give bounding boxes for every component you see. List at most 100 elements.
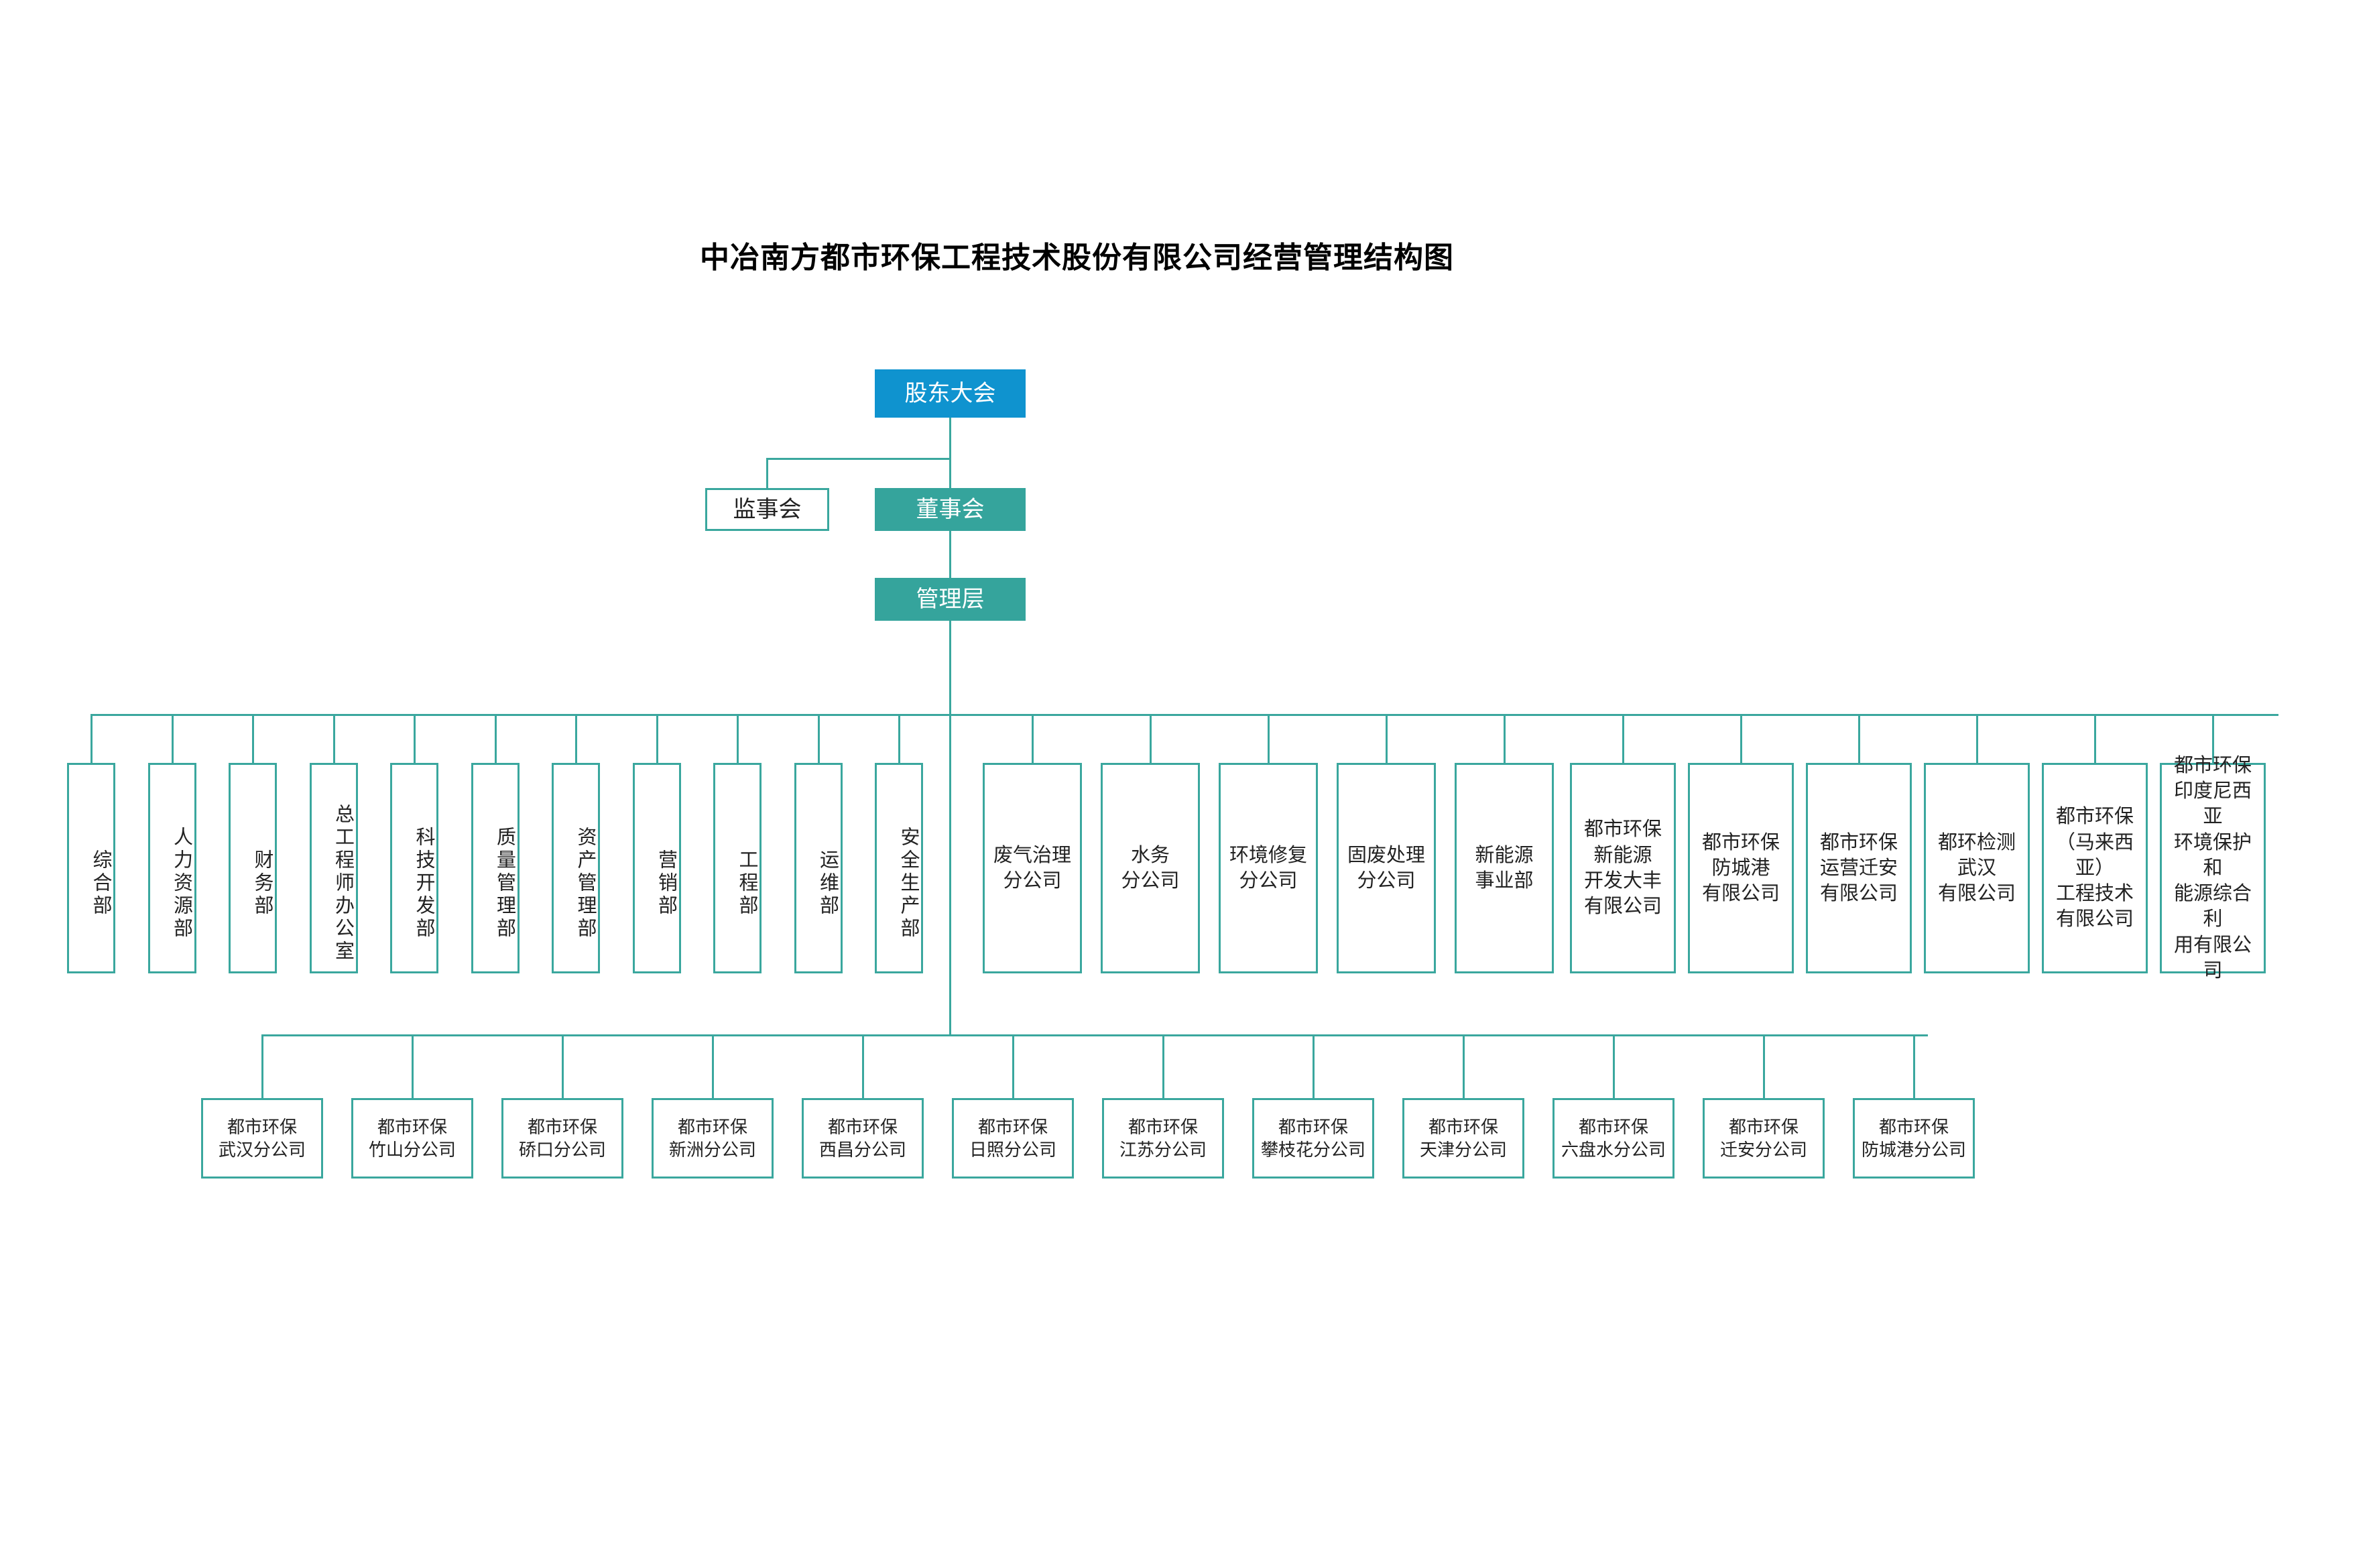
node-division-4[interactable]: 新能源事业部 [1455, 763, 1554, 973]
node-branch-4-line1: 都市环保 [827, 1116, 898, 1137]
node-subsidiary-3[interactable]: 都环检测武汉有限公司 [1924, 763, 2030, 973]
node-subsidiary-3-label: 都环检测武汉有限公司 [1930, 830, 2024, 907]
connector-department-5 [494, 714, 497, 763]
connector-subsidiary-0 [1622, 714, 1624, 763]
node-branch-5[interactable]: 都市环保日照分公司 [952, 1098, 1074, 1179]
node-branch-6[interactable]: 都市环保江苏分公司 [1102, 1098, 1224, 1179]
connector-branch-0 [261, 1034, 263, 1098]
node-division-0-line2: 分公司 [1003, 870, 1062, 892]
node-department-3[interactable]: 总工程师办公室 [309, 763, 358, 973]
connector-department-3 [332, 714, 335, 763]
node-management-label: 管理层 [916, 586, 985, 612]
node-branch-8-label: 都市环保天津分公司 [1408, 1115, 1518, 1162]
connector-branch-11 [1913, 1034, 1915, 1098]
node-branch-2[interactable]: 都市环保硚口分公司 [501, 1098, 623, 1179]
node-subsidiary-4[interactable]: 都市环保（马来西亚）工程技术有限公司 [2042, 763, 2148, 973]
node-division-4-line2: 事业部 [1475, 870, 1534, 892]
connector-branch-6 [1162, 1034, 1164, 1098]
node-subsidiary-5[interactable]: 都市环保印度尼西亚环境保护和能源综合利用有限公司 [2160, 755, 2266, 981]
node-department-1[interactable]: 人力资源部 [147, 763, 196, 973]
connector-department-4 [414, 714, 416, 763]
node-department-1-label: 人力资源部 [170, 827, 192, 941]
node-department-10-label: 安全生产部 [898, 827, 919, 941]
node-branch-5-line1: 都市环保 [977, 1116, 1048, 1137]
node-subsidiary-0[interactable]: 都市环保新能源开发大丰有限公司 [1570, 763, 1676, 973]
node-department-10[interactable]: 安全生产部 [875, 763, 923, 973]
node-division-3[interactable]: 固废处理分公司 [1337, 763, 1436, 973]
node-branch-8[interactable]: 都市环保天津分公司 [1402, 1098, 1524, 1179]
connector-department-0 [90, 714, 93, 763]
node-shareholders-meeting-label: 股东大会 [904, 380, 996, 406]
node-branch-2-line1: 都市环保 [527, 1116, 597, 1137]
node-board-of-directors-label: 董事会 [916, 496, 985, 522]
node-subsidiary-4-label: 都市环保（马来西亚）工程技术有限公司 [2048, 804, 2142, 932]
node-subsidiary-2-line3: 有限公司 [1819, 883, 1898, 905]
node-department-6[interactable]: 资产管理部 [552, 763, 600, 973]
node-branch-0[interactable]: 都市环保武汉分公司 [201, 1098, 323, 1179]
connector-branch-5 [1012, 1034, 1014, 1098]
node-branch-4[interactable]: 都市环保西昌分公司 [802, 1098, 924, 1179]
node-branch-0-line2: 武汉分公司 [218, 1140, 306, 1160]
bus-line-primary [91, 714, 2278, 716]
node-board-of-supervisors[interactable]: 监事会 [705, 488, 829, 531]
connector-subsidiary-3 [1976, 714, 1978, 763]
node-subsidiary-4-line4: 有限公司 [2055, 908, 2134, 930]
node-division-0-line1: 废气治理 [993, 844, 1071, 866]
node-management[interactable]: 管理层 [875, 578, 1026, 621]
node-department-8-label: 工程部 [736, 849, 757, 918]
node-branch-9-label: 都市环保六盘水分公司 [1559, 1115, 1668, 1162]
node-branch-3[interactable]: 都市环保新洲分公司 [652, 1098, 774, 1179]
node-branch-3-label: 都市环保新洲分公司 [658, 1115, 768, 1162]
connector-department-8 [737, 714, 739, 763]
node-branch-7[interactable]: 都市环保攀枝花分公司 [1252, 1098, 1374, 1179]
node-branch-9-line2: 六盘水分公司 [1561, 1140, 1666, 1160]
node-subsidiary-1-line3: 有限公司 [1701, 883, 1780, 905]
node-subsidiary-1[interactable]: 都市环保防城港有限公司 [1688, 763, 1794, 973]
node-branch-9[interactable]: 都市环保六盘水分公司 [1552, 1098, 1674, 1179]
node-department-9[interactable]: 运维部 [794, 763, 843, 973]
node-division-0[interactable]: 废气治理分公司 [983, 763, 1082, 973]
node-department-5-label: 质量管理部 [493, 827, 515, 941]
node-division-3-label: 固废处理分公司 [1343, 843, 1430, 894]
node-division-2-label: 环境修复分公司 [1225, 843, 1312, 894]
connector-supervisors-down [766, 458, 768, 488]
node-subsidiary-0-line1: 都市环保 [1583, 819, 1662, 841]
node-subsidiary-1-line1: 都市环保 [1701, 831, 1780, 853]
node-division-4-line1: 新能源 [1475, 844, 1534, 866]
node-branch-4-label: 都市环保西昌分公司 [808, 1115, 918, 1162]
node-branch-11[interactable]: 都市环保防城港分公司 [1853, 1098, 1975, 1179]
node-department-2[interactable]: 财务部 [229, 763, 277, 973]
node-subsidiary-2-line1: 都市环保 [1819, 831, 1898, 853]
connector-department-1 [171, 714, 174, 763]
node-subsidiary-5-line5: 用有限公司 [2173, 934, 2252, 981]
node-branch-7-line1: 都市环保 [1278, 1116, 1348, 1137]
node-department-5[interactable]: 质量管理部 [471, 763, 520, 973]
page-title: 中冶南方都市环保工程技术股份有限公司经营管理结构图 [0, 233, 2375, 276]
node-subsidiary-3-line2: 武汉 [1957, 857, 1996, 879]
connector-division-0 [1032, 714, 1034, 763]
node-subsidiary-4-line3: 工程技术 [2055, 883, 2134, 905]
node-division-2[interactable]: 环境修复分公司 [1219, 763, 1318, 973]
node-board-of-directors[interactable]: 董事会 [875, 488, 1026, 531]
connector-branch-1 [412, 1034, 414, 1098]
node-department-0[interactable]: 综合部 [67, 763, 115, 973]
node-department-9-label: 运维部 [816, 849, 839, 918]
node-department-8[interactable]: 工程部 [713, 763, 762, 973]
node-branch-11-label: 都市环保防城港分公司 [1859, 1115, 1969, 1162]
node-branch-1[interactable]: 都市环保竹山分公司 [351, 1098, 473, 1179]
node-division-1[interactable]: 水务分公司 [1101, 763, 1200, 973]
connector-branch-8 [1463, 1034, 1465, 1098]
node-department-7[interactable]: 营销部 [632, 763, 681, 973]
node-department-4[interactable]: 科技开发部 [390, 763, 438, 973]
connector-department-2 [252, 714, 254, 763]
node-subsidiary-0-line4: 有限公司 [1583, 896, 1662, 918]
node-shareholders-meeting[interactable]: 股东大会 [875, 369, 1026, 418]
node-department-7-label: 营销部 [655, 849, 677, 918]
node-subsidiary-2[interactable]: 都市环保运营迁安有限公司 [1806, 763, 1912, 973]
node-branch-10[interactable]: 都市环保迁安分公司 [1703, 1098, 1825, 1179]
connector-subsidiary-2 [1858, 714, 1860, 763]
node-branch-3-line2: 新洲分公司 [668, 1140, 756, 1160]
node-subsidiary-3-line3: 有限公司 [1937, 883, 2016, 905]
node-branch-9-line1: 都市环保 [1578, 1116, 1648, 1137]
